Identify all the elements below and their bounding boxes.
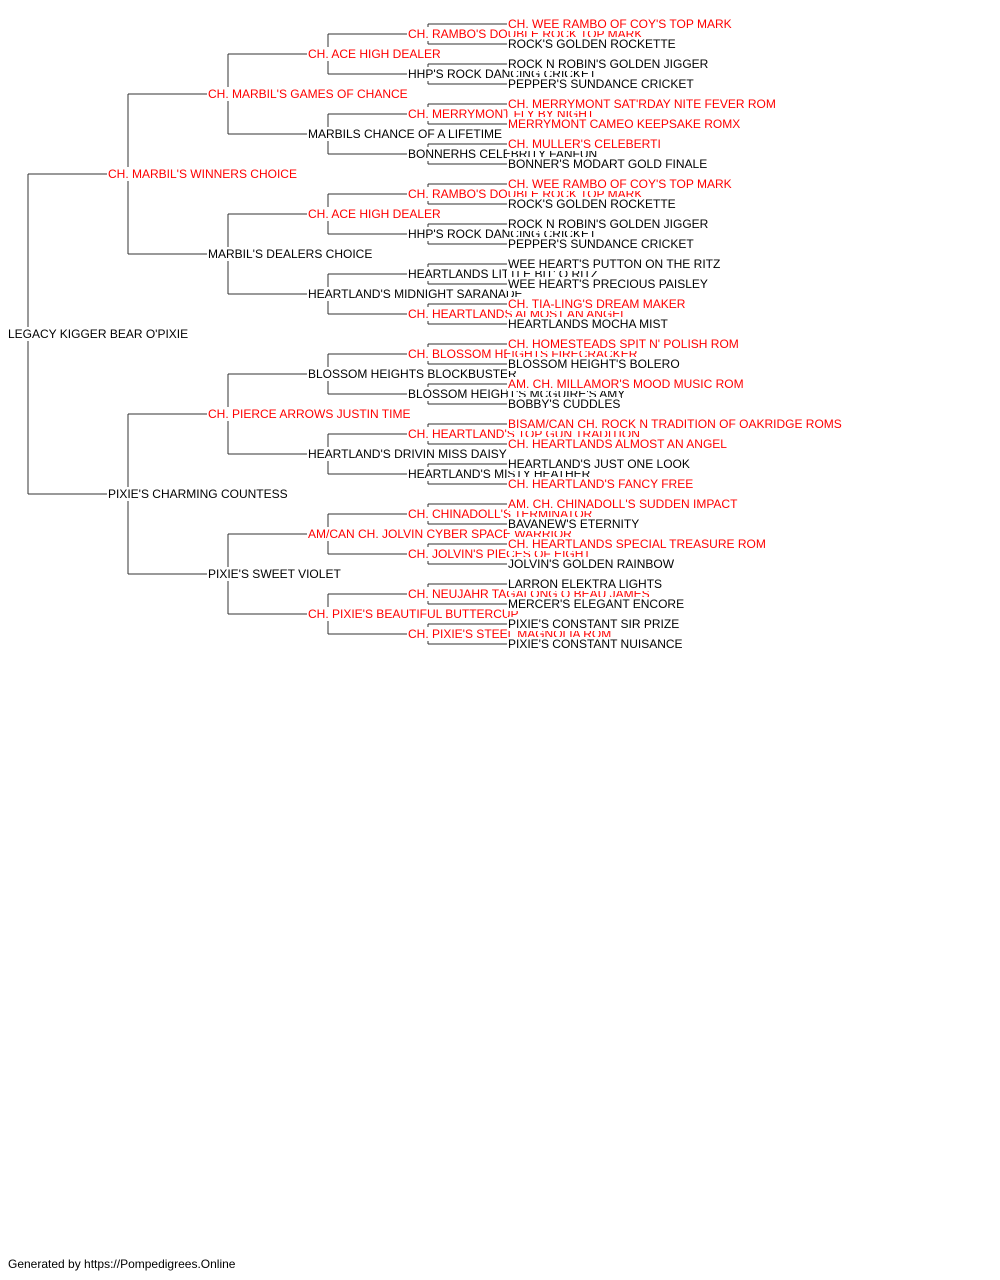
pedigree-node-gen5: CH. HOMESTEADS SPIT N' POLISH ROM xyxy=(507,337,740,351)
pedigree-node-gen5: PEPPER'S SUNDANCE CRICKET xyxy=(507,77,695,91)
pedigree-node-gen5: BLOSSOM HEIGHT'S BOLERO xyxy=(507,357,681,371)
pedigree-node-gen5: PEPPER'S SUNDANCE CRICKET xyxy=(507,237,695,251)
pedigree-node-gen5: CH. MULLER'S CELEBERTI xyxy=(507,137,662,151)
pedigree-node-gen5: ROCK'S GOLDEN ROCKETTE xyxy=(507,37,677,51)
pedigree-node-gen5: JOLVIN'S GOLDEN RAINBOW xyxy=(507,557,676,571)
pedigree-node-gen5: BAVANEW'S ETERNITY xyxy=(507,517,641,531)
pedigree-node-gen5: PIXIE'S CONSTANT SIR PRIZE xyxy=(507,617,681,631)
pedigree-node-gen5: CH. HEARTLANDS ALMOST AN ANGEL xyxy=(507,437,728,451)
pedigree-node-gen3: MARBILS CHANCE OF A LIFETIME xyxy=(307,127,504,141)
pedigree-node-gen2: CH. MARBIL'S GAMES OF CHANCE xyxy=(207,87,409,101)
pedigree-node-gen5: MERCER'S ELEGANT ENCORE xyxy=(507,597,686,611)
pedigree-node-gen5: HEARTLANDS MOCHA MIST xyxy=(507,317,669,331)
pedigree-node-gen1: CH. MARBIL'S WINNERS CHOICE xyxy=(107,167,298,181)
pedigree-node-gen5: CH. WEE RAMBO OF COY'S TOP MARK xyxy=(507,17,733,31)
pedigree-node-gen5: WEE HEART'S PUTTON ON THE RITZ xyxy=(507,257,722,271)
pedigree-node-gen5: BISAM/CAN CH. ROCK N TRADITION OF OAKRID… xyxy=(507,417,843,431)
pedigree-node-gen5: CH. WEE RAMBO OF COY'S TOP MARK xyxy=(507,177,733,191)
pedigree-node-gen3: HEARTLAND'S MIDNIGHT SARANADE xyxy=(307,287,524,301)
pedigree-node-gen5: ROCK N ROBIN'S GOLDEN JIGGER xyxy=(507,217,710,231)
pedigree-node-gen5: CH. MERRYMONT SAT'RDAY NITE FEVER ROM xyxy=(507,97,777,111)
pedigree-node-gen3: CH. ACE HIGH DEALER xyxy=(307,207,442,221)
pedigree-node-gen2: CH. PIERCE ARROWS JUSTIN TIME xyxy=(207,407,412,421)
pedigree-node-gen5: AM. CH. CHINADOLL'S SUDDEN IMPACT xyxy=(507,497,739,511)
pedigree-node-gen1: PIXIE'S CHARMING COUNTESS xyxy=(107,487,289,501)
pedigree-node-gen5: CH. HEARTLANDS SPECIAL TREASURE ROM xyxy=(507,537,767,551)
pedigree-node-gen5: LARRON ELEKTRA LIGHTS xyxy=(507,577,664,591)
pedigree-node-gen5: WEE HEART'S PRECIOUS PAISLEY xyxy=(507,277,709,291)
pedigree-node-gen3: HEARTLAND'S DRIVIN MISS DAISY xyxy=(307,447,508,461)
pedigree-node-gen5: AM. CH. MILLAMOR'S MOOD MUSIC ROM xyxy=(507,377,745,391)
pedigree-node-gen5: CH. TIA-LING'S DREAM MAKER xyxy=(507,297,687,311)
pedigree-node-gen3: CH. ACE HIGH DEALER xyxy=(307,47,442,61)
pedigree-node-gen5: MERRYMONT CAMEO KEEPSAKE ROMX xyxy=(507,117,742,131)
pedigree-node-gen5: CH. HEARTLAND'S FANCY FREE xyxy=(507,477,695,491)
pedigree-node-gen5: BOBBY'S CUDDLES xyxy=(507,397,622,411)
pedigree-node-gen2: MARBIL'S DEALERS CHOICE xyxy=(207,247,374,261)
pedigree-node-gen3: CH. PIXIE'S BEAUTIFUL BUTTERCUP xyxy=(307,607,520,621)
pedigree-node-gen0: LEGACY KIGGER BEAR O'PIXIE xyxy=(7,327,190,341)
generated-by-footer: Generated by https://Pompedigrees.Online xyxy=(8,1257,236,1271)
pedigree-node-gen5: ROCK N ROBIN'S GOLDEN JIGGER xyxy=(507,57,710,71)
pedigree-node-gen5: BONNER'S MODART GOLD FINALE xyxy=(507,157,709,171)
pedigree-node-gen5: HEARTLAND'S JUST ONE LOOK xyxy=(507,457,691,471)
pedigree-node-gen3: BLOSSOM HEIGHTS BLOCKBUSTER xyxy=(307,367,518,381)
pedigree-node-gen5: PIXIE'S CONSTANT NUISANCE xyxy=(507,637,684,651)
pedigree-node-gen5: ROCK'S GOLDEN ROCKETTE xyxy=(507,197,677,211)
pedigree-node-gen2: PIXIE'S SWEET VIOLET xyxy=(207,567,342,581)
pedigree-node-gen3: AM/CAN CH. JOLVIN CYBER SPACE WARRIOR xyxy=(307,527,573,541)
